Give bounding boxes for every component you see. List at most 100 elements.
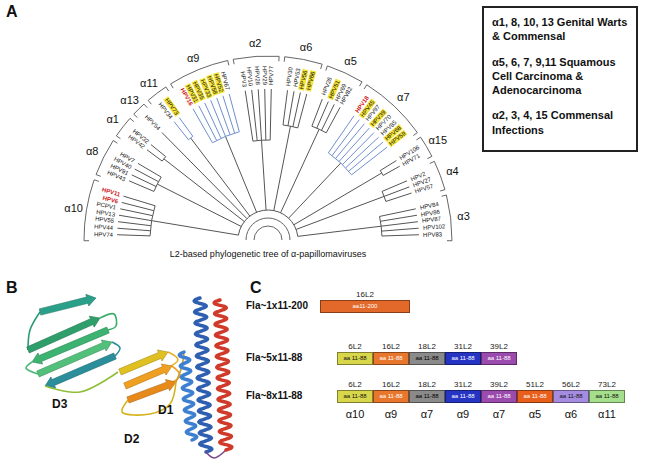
construct-segment: 31L2aa 11-88 <box>445 390 481 403</box>
drawing-stroke <box>294 173 382 225</box>
segment-text: aa11-200 <box>321 301 409 312</box>
segment-text: aa 11-88 <box>374 353 408 364</box>
clade-label: α7 <box>421 409 433 420</box>
construct-label: Fla~5x11-88 <box>246 353 302 363</box>
drawing-stroke <box>134 104 144 114</box>
segment-text: aa 11-88 <box>446 391 480 402</box>
construct-segment: 73L2aa 11-88 <box>589 390 625 403</box>
segment-text: aa 11-88 <box>338 353 372 364</box>
segment-text: aa 11-88 <box>338 391 372 402</box>
segment-heading: 18L2 <box>418 343 436 351</box>
drawing-stroke <box>289 163 341 218</box>
drawing-stroke <box>148 100 151 104</box>
drawing-stroke <box>326 66 328 71</box>
construct-segment: 18L2aa 11-88 <box>409 390 445 403</box>
drawing-stroke <box>265 89 266 140</box>
drawing-stroke <box>258 89 261 140</box>
drawing-stroke <box>427 156 431 158</box>
leaf-label: HPV77 <box>268 65 274 86</box>
clade-label: α10 <box>64 202 83 213</box>
segment-heading: 56L2 <box>562 381 580 389</box>
construct-segment: 6L2aa 11-88 <box>337 352 373 365</box>
segment-text: aa 11-88 <box>410 391 444 402</box>
segment-heading: 16L2 <box>382 381 400 389</box>
drawing-stroke <box>327 66 362 82</box>
drawing-stroke <box>174 122 188 140</box>
drawing-stroke <box>138 163 161 177</box>
construct-segment: 56L2aa 11-88 <box>553 390 589 403</box>
construct-label: Fla~8x11-88 <box>246 391 302 401</box>
drawing-stroke <box>281 129 320 213</box>
drawing-stroke <box>233 59 235 64</box>
construct-segment: 16L2aa 11-88 <box>373 390 409 403</box>
drawing-stroke <box>124 196 156 206</box>
drawing-stroke <box>446 195 452 241</box>
drawing-stroke <box>442 195 447 196</box>
drawing-stroke <box>364 85 367 89</box>
clade-label: α10 <box>346 409 365 420</box>
leaf-label: HPV83 <box>422 231 443 238</box>
drawing-stroke <box>349 142 383 171</box>
drawing-stroke <box>84 180 94 241</box>
drawing-stroke <box>129 181 154 192</box>
drawing-stroke <box>262 140 267 210</box>
leaf-label: HPV102 <box>421 223 446 231</box>
drawing-stroke <box>380 209 416 217</box>
drawing-stroke <box>191 138 250 216</box>
drawing-stroke <box>322 104 335 130</box>
drawing-stroke <box>326 107 340 132</box>
panel-letter: C <box>250 280 262 296</box>
drawing-stroke <box>223 96 235 133</box>
drawing-stroke <box>157 184 241 226</box>
drawing-stroke <box>328 153 351 175</box>
drawing-stroke <box>382 235 419 236</box>
drawing-stroke <box>94 180 99 182</box>
drawing-stroke <box>45 353 116 388</box>
leaf-label: HPV28 <box>254 65 261 86</box>
clade-label: α3 <box>457 211 469 222</box>
drawing-stroke <box>214 300 232 450</box>
drawing-stroke <box>380 215 417 221</box>
drawing-stroke <box>188 136 192 139</box>
drawing-stroke <box>154 177 161 191</box>
drawing-stroke <box>332 120 359 156</box>
leaf-label: HPV29 <box>261 65 267 86</box>
clade-label: α4 <box>446 165 458 176</box>
drawing-stroke <box>270 89 271 140</box>
drawing-stroke <box>179 352 196 440</box>
segment-text: aa 11-88 <box>374 391 408 402</box>
clade-label: α9 <box>385 409 397 420</box>
segment-heading: 6L2 <box>348 343 361 351</box>
drawing-stroke <box>117 228 150 231</box>
drawing-stroke <box>283 90 288 125</box>
clade-label: α1 <box>106 113 118 124</box>
clade-label: α15 <box>428 134 447 145</box>
segment-text: aa 11-88 <box>446 353 480 364</box>
drawing-stroke <box>434 161 445 189</box>
drawing-stroke <box>152 221 239 235</box>
drawing-stroke <box>298 94 307 128</box>
drawing-stroke <box>381 222 418 226</box>
tree-caption: L2-based phylogenetic tree of α-papillom… <box>170 250 366 259</box>
segment-heading: 51L2 <box>526 381 544 389</box>
drawing-stroke <box>382 228 419 231</box>
leaf-label: HPV44 <box>93 223 114 231</box>
drawing-stroke <box>39 294 96 315</box>
legend-box: α1, 8, 10, 13 Genital Warts & Commensalα… <box>482 6 638 152</box>
leaf-label: HPV54 <box>143 113 162 132</box>
segment-heading: 31L2 <box>454 381 472 389</box>
clade-label: α7 <box>397 91 409 102</box>
drawing-stroke <box>447 240 452 241</box>
drawing-stroke <box>132 175 156 187</box>
protein-structure <box>26 294 232 458</box>
segment-heading: 18L2 <box>418 381 436 389</box>
drawing-stroke <box>252 90 258 141</box>
drawing-stroke <box>135 169 159 182</box>
clade-label: α5 <box>344 56 356 67</box>
drawing-stroke <box>134 114 138 117</box>
leaf-label: HPV74 <box>93 231 114 238</box>
leaf-label: HPV87 <box>420 216 442 225</box>
drawing-stroke <box>233 56 279 59</box>
segment-heading: 39L2 <box>490 343 508 351</box>
drawing-stroke <box>127 380 176 403</box>
